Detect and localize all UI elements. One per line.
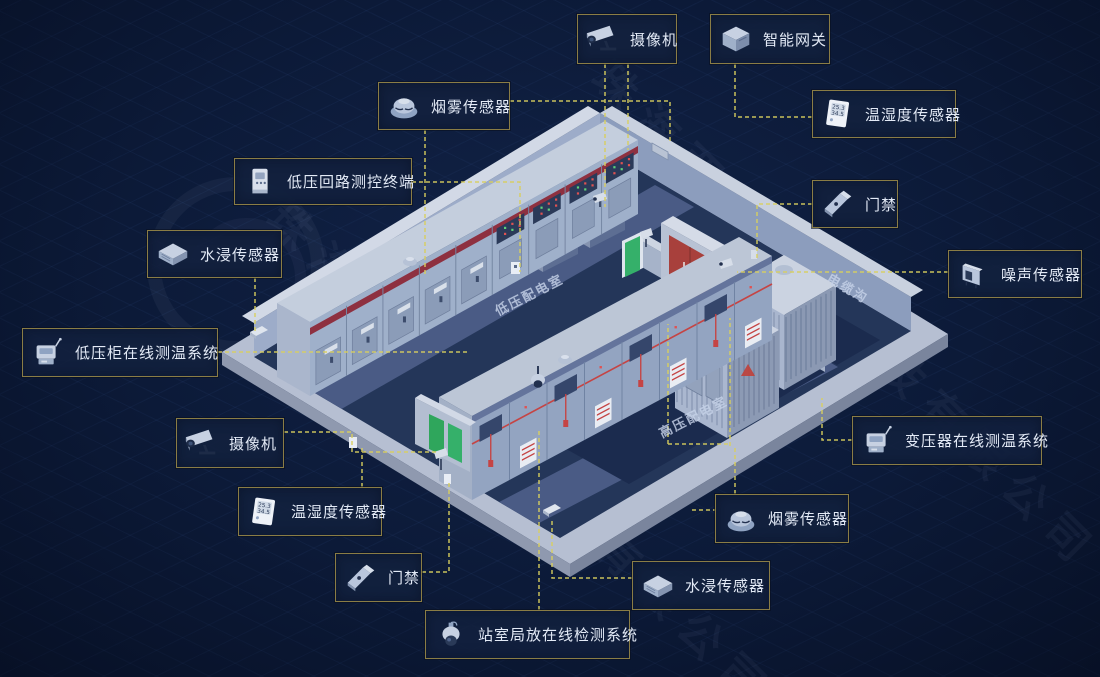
callout-label: 噪声传感器 [1001, 265, 1082, 284]
callout-label: 烟雾传感器 [431, 97, 512, 116]
callout-smoke-sensor-bottom[interactable]: 烟雾传感器 [715, 494, 849, 543]
callout-label: 低压柜在线测温系统 [75, 344, 220, 362]
callout-door-access-right[interactable]: 门禁 [812, 180, 898, 228]
callout-water-sensor-bottom[interactable]: 水浸传感器 [632, 561, 770, 610]
callout-label: 低压回路测控终端 [287, 173, 416, 191]
door-icon [342, 562, 380, 594]
callout-label: 门禁 [865, 195, 898, 214]
svg-text:25.3: 25.3 [258, 502, 272, 510]
door-reader [751, 250, 757, 259]
floor-water-sensor [543, 504, 561, 517]
ptz-icon [432, 619, 470, 651]
meter-icon [241, 166, 279, 198]
callout-label: 摄像机 [229, 434, 278, 453]
hv-left-wall [415, 394, 476, 472]
svg-text:34.5: 34.5 [831, 111, 845, 119]
water-icon [639, 570, 677, 602]
camera-icon [584, 23, 622, 55]
callout-label: 烟雾传感器 [768, 510, 849, 528]
callout-label: 温湿度传感器 [291, 503, 388, 521]
callout-water-sensor-left[interactable]: 水浸传感器 [147, 230, 282, 278]
wall-vent [651, 142, 669, 161]
callout-lv-circuit-terminal[interactable]: 低压回路测控终端 [234, 158, 416, 205]
green-door [622, 231, 643, 278]
callout-label: 摄像机 [630, 30, 679, 49]
connector-lines [218, 64, 948, 610]
floor-water-sensor [250, 326, 268, 339]
scene-devices [250, 142, 757, 517]
noise-icon [955, 258, 993, 290]
callout-label: 门禁 [388, 569, 421, 587]
callout-door-access-bottom[interactable]: 门禁 [335, 553, 422, 602]
camera-icon [183, 427, 221, 459]
wireless-icon [29, 337, 67, 369]
callout-pd-detection-system[interactable]: 站室局放在线检测系统 [425, 610, 637, 659]
callout-camera-left[interactable]: 摄像机 [176, 418, 284, 468]
callout-label: 智能网关 [763, 30, 828, 49]
callout-lv-cabinet-temp-system[interactable]: 低压柜在线测温系统 [22, 328, 218, 377]
gateway-icon [717, 23, 755, 55]
ptz-dome-camera [531, 366, 545, 388]
callout-label: 温湿度传感器 [865, 105, 962, 124]
callout-label: 站室局放在线检测系统 [478, 626, 639, 644]
callout-label: 变压器在线测温系统 [905, 432, 1050, 450]
callout-label: 水浸传感器 [685, 577, 766, 595]
wall-camera-icon [593, 192, 607, 207]
smoke-icon [385, 90, 423, 122]
callout-smoke-sensor-top[interactable]: 烟雾传感器 [378, 82, 510, 130]
wall-camera-icon [434, 448, 448, 470]
svg-text:34.5: 34.5 [257, 508, 271, 516]
svg-text:25.3: 25.3 [832, 104, 846, 112]
wireless-icon [859, 425, 897, 457]
smoke-icon [722, 503, 760, 535]
water-icon [154, 238, 192, 270]
callout-label: 水浸传感器 [200, 245, 281, 264]
access-reader [444, 474, 451, 484]
callout-camera-top[interactable]: 摄像机 [577, 14, 677, 64]
callout-smart-gateway[interactable]: 智能网关 [710, 14, 830, 64]
door-icon [819, 188, 857, 220]
wall-panel [349, 437, 357, 448]
hv-cabinet-row [439, 237, 773, 500]
lv-cabinet-row [277, 121, 638, 396]
callout-transformer-temp-system[interactable]: 变压器在线测温系统 [852, 416, 1048, 465]
wall-camera-icon [640, 228, 653, 247]
callout-noise-sensor[interactable]: 噪声传感器 [948, 250, 1082, 298]
wall-camera-icon [719, 258, 733, 269]
